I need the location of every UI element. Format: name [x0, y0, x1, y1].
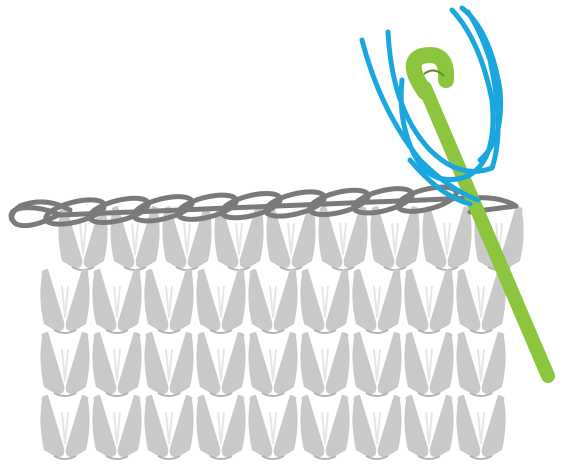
fabric-stitch	[40, 395, 90, 460]
fabric-stitch	[404, 269, 454, 334]
chain-tail-loop	[9, 199, 73, 229]
fabric-stitch	[40, 332, 90, 397]
fabric-row	[40, 332, 506, 397]
hook-shaft	[418, 81, 555, 383]
fabric-stitch	[352, 332, 402, 397]
fabric-stitch	[422, 206, 472, 271]
fabric-stitch	[248, 395, 298, 460]
fabric-stitch	[92, 395, 142, 460]
fabric-stitch	[456, 269, 506, 334]
fabric-stitch	[352, 269, 402, 334]
fabric-stitch	[456, 332, 506, 397]
crochet-fabric	[40, 206, 524, 460]
fabric-stitch	[92, 269, 142, 334]
yarn-strand	[407, 157, 473, 207]
fabric-stitch	[248, 269, 298, 334]
fabric-stitch	[404, 332, 454, 397]
fabric-stitch	[214, 206, 264, 271]
fabric-stitch	[456, 395, 506, 460]
fabric-stitch	[144, 395, 194, 460]
crochet-hook-icon	[405, 47, 555, 383]
fabric-stitch	[404, 395, 454, 460]
fabric-stitch	[144, 269, 194, 334]
yarn-strand-icon	[359, 5, 504, 207]
hook-throat	[423, 69, 445, 77]
fabric-stitch	[144, 332, 194, 397]
fabric-stitch	[196, 395, 246, 460]
fabric-stitch	[40, 269, 90, 334]
fabric-stitch	[300, 395, 350, 460]
fabric-stitch	[370, 206, 420, 271]
fabric-stitch	[300, 332, 350, 397]
fabric-stitch	[196, 269, 246, 334]
fabric-row	[40, 269, 506, 334]
fabric-row	[40, 395, 506, 460]
yarn-strand	[398, 7, 496, 183]
fabric-stitch	[248, 332, 298, 397]
fabric-stitch	[352, 395, 402, 460]
fabric-stitch	[318, 206, 368, 271]
fabric-stitch	[300, 269, 350, 334]
fabric-stitch	[196, 332, 246, 397]
fabric-stitch	[92, 332, 142, 397]
hook-head	[405, 47, 455, 100]
yarn-strand	[459, 5, 504, 163]
foundation-chain	[8, 184, 519, 229]
